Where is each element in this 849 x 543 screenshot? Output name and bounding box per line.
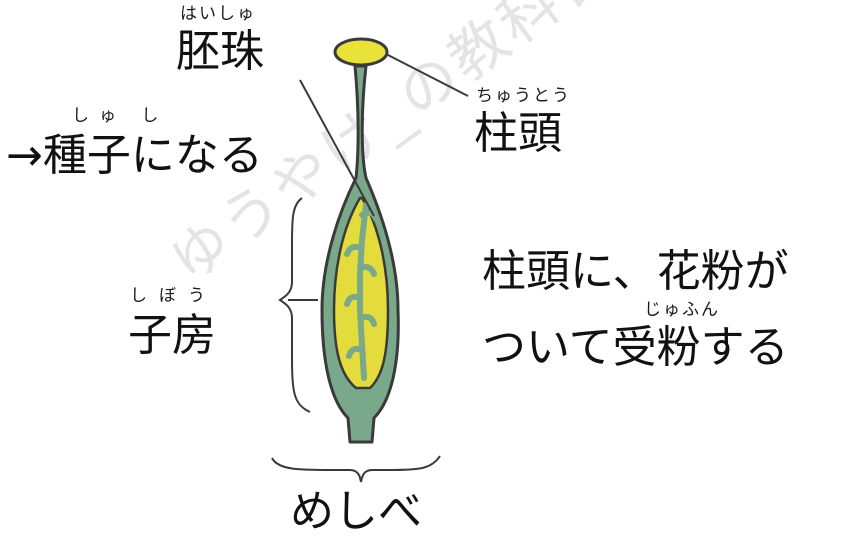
stigma [333, 37, 389, 67]
leader-line-stigma [385, 53, 469, 97]
ovule [344, 293, 363, 307]
ovule [359, 209, 379, 222]
seed-reading: しゅ し [72, 106, 169, 126]
pollination-reading: じゅふん [644, 300, 720, 320]
description-line-1: 柱頭に、花粉が [482, 246, 789, 297]
leader-line-ovule [299, 79, 375, 217]
pistil-brace [271, 455, 441, 483]
stigma-reading: ちゅうとう [476, 86, 571, 106]
ovule [344, 243, 364, 257]
ovary-reading: しぼう [130, 286, 217, 306]
seed-label: →種子になる [6, 130, 263, 181]
ovary-brace [278, 197, 311, 413]
ovary-label: 子房 [128, 310, 216, 361]
ovules [344, 209, 379, 359]
stigma-label: 柱頭 [474, 108, 562, 159]
ovule [357, 263, 377, 277]
pistil-label: めしべ [290, 486, 422, 537]
ovule [346, 345, 365, 359]
ovule-label: 胚珠 [176, 26, 264, 77]
description-line-2: ついて受粉する [482, 322, 789, 373]
ovule-reading: はいしゅ [180, 4, 256, 24]
ovule [358, 313, 377, 327]
